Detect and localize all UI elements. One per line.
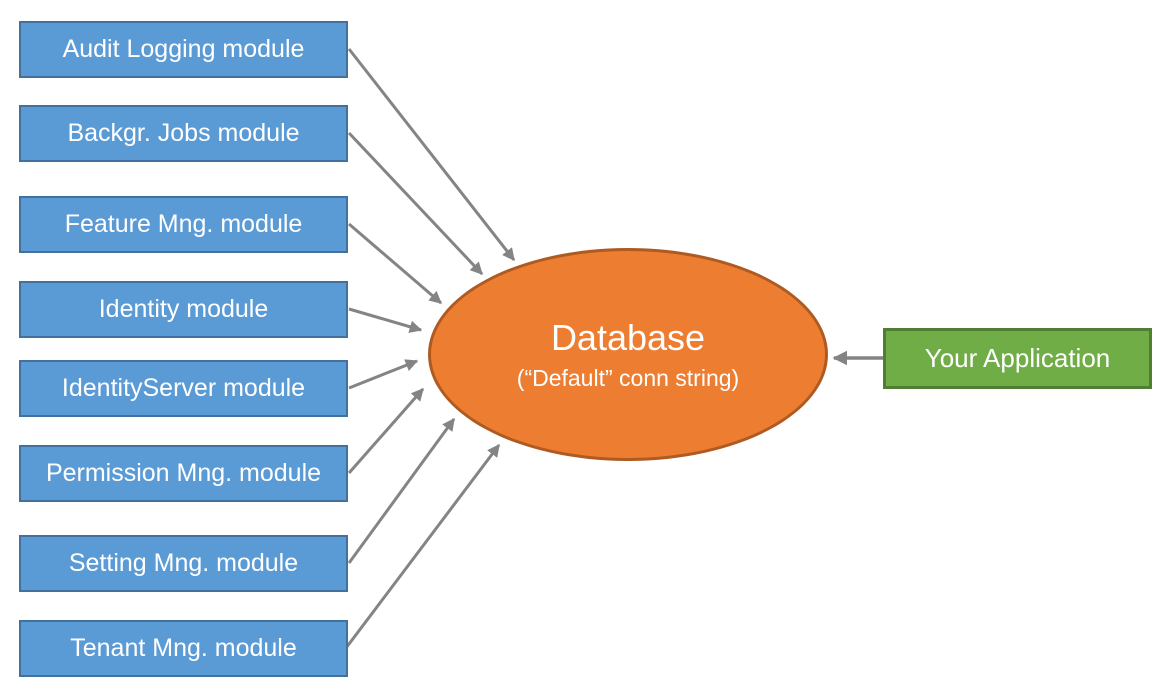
- module-label: Audit Logging module: [62, 35, 305, 63]
- arrow-tenant-mng-to-database: [344, 443, 501, 649]
- module-box-audit-logging: Audit Logging module: [19, 21, 348, 78]
- your-application-label: Your Application: [924, 343, 1111, 373]
- module-label: Permission Mng. module: [45, 459, 322, 487]
- module-box-tenant-mng: Tenant Mng. module: [19, 620, 348, 677]
- arrow-feature-mng-to-database: [348, 222, 442, 305]
- arrow-audit-logging-to-database: [347, 48, 516, 261]
- module-box-permission-mng: Permission Mng. module: [19, 445, 348, 502]
- module-box-backgr-jobs: Backgr. Jobs module: [19, 105, 348, 162]
- module-label: Setting Mng. module: [68, 549, 299, 577]
- database-title: Database: [550, 316, 706, 358]
- arrow-identity-to-database: [348, 307, 423, 333]
- arrow-permission-mng-to-database: [347, 388, 425, 474]
- module-label: IdentityServer module: [61, 374, 306, 402]
- module-label: Tenant Mng. module: [70, 634, 297, 662]
- database-subtitle: (“Default” conn string): [516, 364, 740, 391]
- module-label: Backgr. Jobs module: [67, 119, 300, 147]
- arrow-setting-mng-to-database: [347, 417, 456, 564]
- module-label: Feature Mng. module: [64, 210, 303, 238]
- module-box-feature-mng: Feature Mng. module: [19, 196, 348, 253]
- arrow-identityserver-to-database: [348, 359, 419, 390]
- your-application-box: Your Application: [883, 328, 1152, 389]
- database-ellipse: Database (“Default” conn string): [428, 248, 828, 461]
- module-box-identityserver: IdentityServer module: [19, 360, 348, 417]
- module-box-identity: Identity module: [19, 281, 348, 338]
- module-box-setting-mng: Setting Mng. module: [19, 535, 348, 592]
- arrow-backgr-jobs-to-database: [347, 131, 484, 276]
- module-label: Identity module: [98, 295, 269, 323]
